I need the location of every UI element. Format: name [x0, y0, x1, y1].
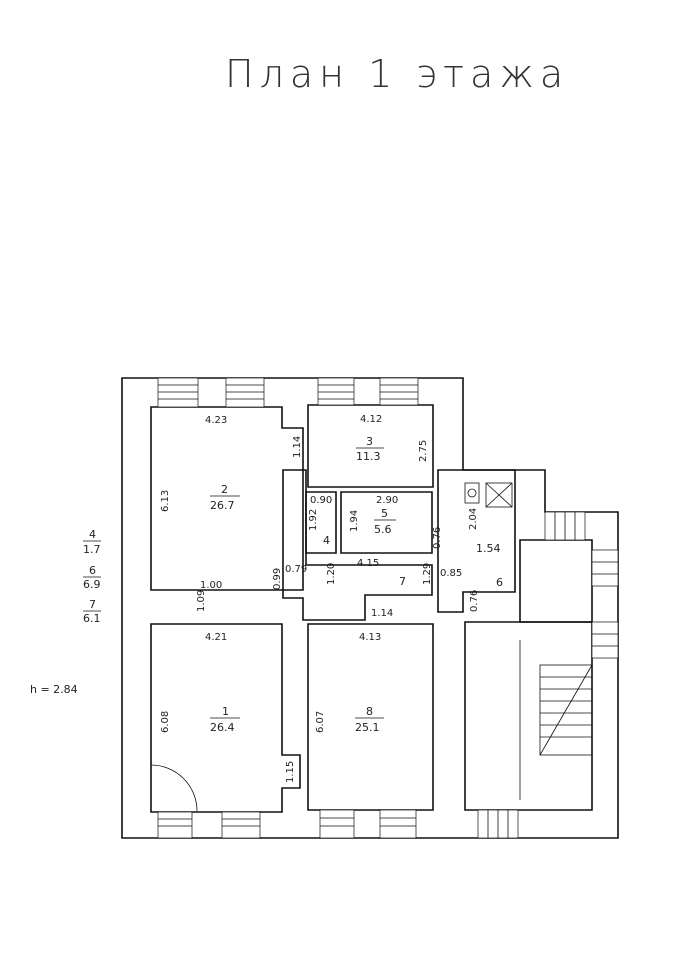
door-swing — [150, 764, 198, 812]
room-3-num: 3 — [366, 435, 373, 448]
room-8-outline — [307, 623, 434, 811]
legend-4-area: 1.7 — [83, 543, 101, 556]
stair-hall-outline — [464, 621, 593, 811]
dim-r4-090: 0.90 — [310, 495, 332, 506]
kitchen-fixtures — [464, 482, 513, 508]
room-6-num: 6 — [496, 576, 503, 589]
room-7-outline — [282, 469, 433, 621]
area-legend: 4 1.7 6 6.9 7 6.1 — [83, 528, 101, 625]
dim-r2-height: 6.13 — [160, 490, 171, 512]
room-labels: 2 26.7 3 11.3 4 5 5.6 1.54 6 7 1 26.4 8 … — [210, 435, 503, 734]
dim-r4-192: 1.92 — [308, 509, 319, 531]
room-6-area: 1.54 — [476, 542, 501, 555]
legend-7-num: 7 — [89, 598, 96, 611]
dim-r5-076: 0.76 — [432, 527, 443, 549]
room-2-outline — [150, 406, 304, 591]
room-5-num: 5 — [381, 507, 388, 520]
room-1-num: 1 — [222, 705, 229, 718]
dim-r3-height: 2.75 — [418, 440, 429, 462]
dim-r7-415: 4.15 — [357, 558, 379, 569]
legend-4-num: 4 — [89, 528, 96, 541]
room-1-area: 26.4 — [210, 721, 235, 734]
room-7-num: 7 — [399, 575, 406, 588]
dim-r3-width: 4.12 — [360, 414, 382, 425]
page-title: План 1 этажа — [225, 52, 570, 96]
legend-6-num: 6 — [89, 564, 96, 577]
staircase — [519, 640, 593, 800]
room-6-outline — [437, 469, 516, 613]
dim-r1-height: 6.08 — [160, 711, 171, 733]
room-4-num: 4 — [323, 534, 330, 547]
room-8-area: 25.1 — [355, 721, 380, 734]
room-3-area: 11.3 — [356, 450, 381, 463]
dim-r8-width: 4.13 — [359, 632, 381, 643]
dim-r6-085: 0.85 — [440, 568, 462, 579]
height-label: h = 2.84 — [30, 683, 78, 696]
dim-r2-door: 1.00 — [200, 580, 222, 591]
dim-r7-129: 1.29 — [422, 563, 433, 585]
dim-r8-115: 1.15 — [285, 761, 296, 783]
vestibule-outline — [519, 539, 593, 623]
room-1-outline — [150, 623, 301, 813]
legend-7-area: 6.1 — [83, 612, 101, 625]
dimension-labels: 4.23 6.13 1.00 4.12 2.75 1.14 0.90 1.92 … — [160, 414, 480, 783]
room-2-num: 2 — [221, 483, 228, 496]
room-5-outline — [340, 491, 433, 554]
dim-r7-109: 1.09 — [196, 590, 207, 612]
dim-r6-204: 2.04 — [468, 508, 479, 530]
dim-r6-076: 0.76 — [469, 590, 480, 612]
room-8-num: 8 — [366, 705, 373, 718]
dim-r7-079: 0.79 — [285, 564, 307, 575]
room-2-area: 26.7 — [210, 499, 235, 512]
dim-r1-width: 4.21 — [205, 632, 227, 643]
dim-r7-114: 1.14 — [371, 608, 393, 619]
dim-r5-height: 1.94 — [349, 510, 360, 532]
dim-r7-120: 1.20 — [326, 563, 337, 585]
windows — [157, 377, 619, 839]
legend-6-area: 6.9 — [83, 578, 101, 591]
room-5-area: 5.6 — [374, 523, 392, 536]
dim-r5-width: 2.90 — [376, 495, 398, 506]
dim-r2-width: 4.23 — [205, 415, 227, 426]
dim-r8-height: 6.07 — [315, 711, 326, 733]
dim-r7-099: 0.99 — [272, 568, 283, 590]
dim-corr-114-top: 1.14 — [292, 436, 303, 458]
